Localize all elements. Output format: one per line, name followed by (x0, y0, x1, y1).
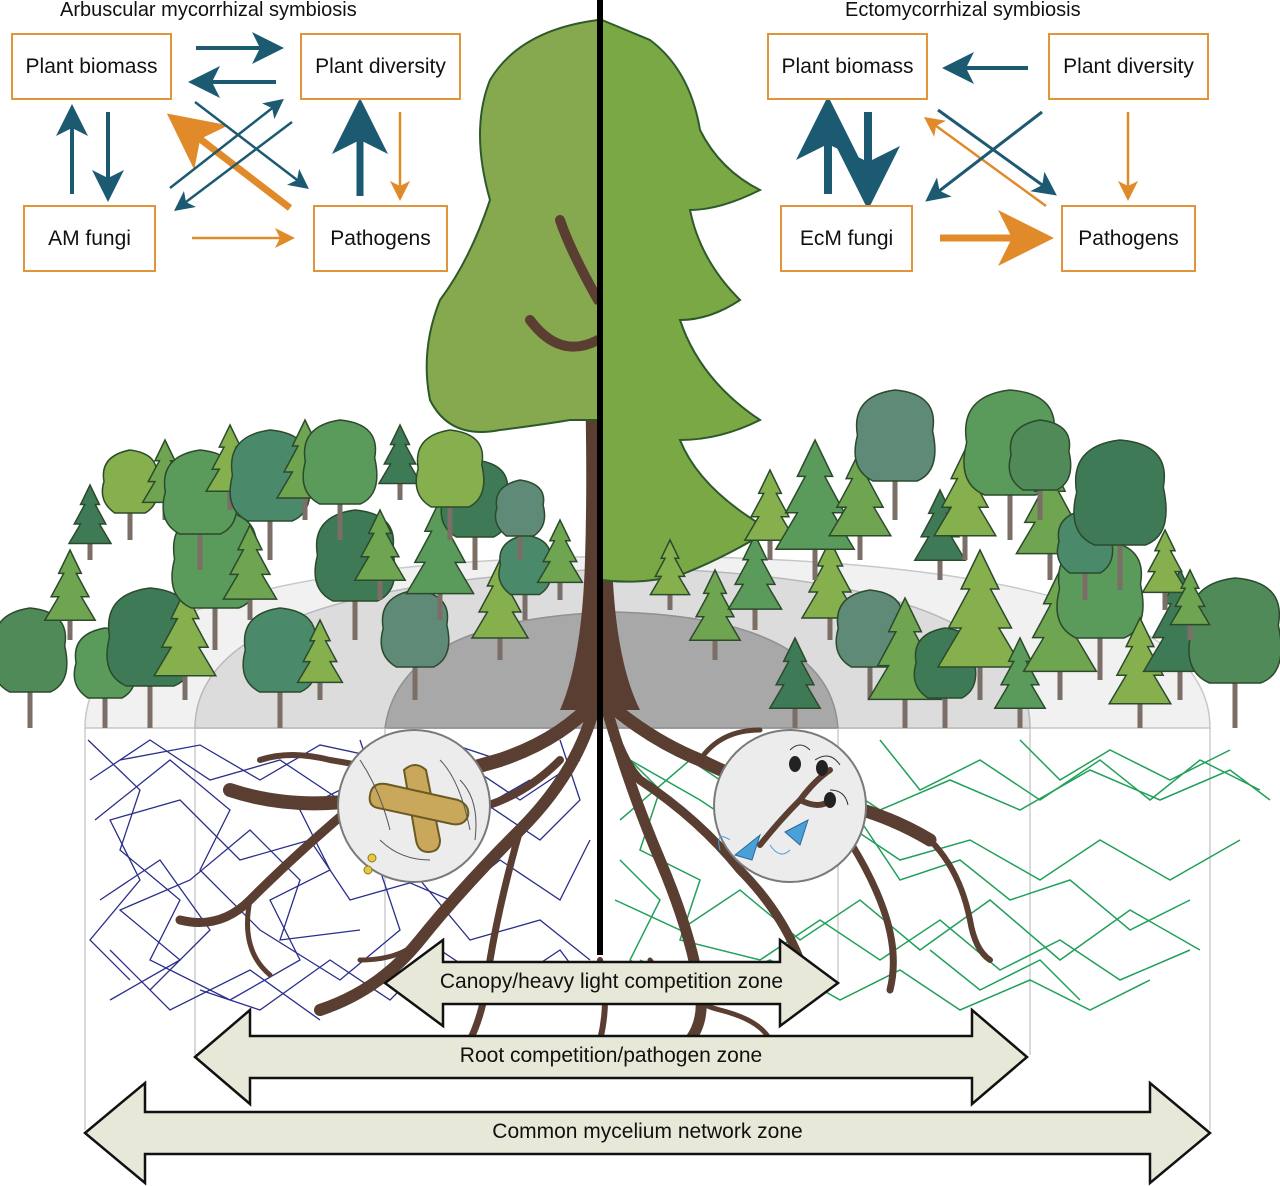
background-tree (242, 607, 318, 728)
background-tree (353, 508, 407, 600)
background-tree (936, 548, 1024, 700)
ecm-fungus-magnifier (713, 729, 867, 883)
canopy-zone-arrow (382, 937, 841, 1029)
background-tree (743, 468, 797, 560)
background-tree (774, 438, 856, 580)
background-forest (0, 389, 1280, 728)
ecm-pathogens-box: Pathogens (1061, 205, 1196, 272)
ecm-interaction-arrows (796, 52, 1138, 266)
canopy-zone-label: Canopy/heavy light competition zone (439, 970, 784, 993)
am-fungus-magnifier (337, 729, 491, 883)
ecm-fungi-box: EcM fungi (780, 205, 913, 272)
ecm-plant-diversity-box: Plant diversity (1048, 33, 1209, 100)
background-tree (494, 479, 546, 560)
background-tree (993, 636, 1047, 728)
am-plant-diversity-box: Plant diversity (300, 33, 461, 100)
mycelium-zone-arrow (83, 1080, 1212, 1186)
background-tree (43, 548, 97, 640)
background-tree (727, 533, 783, 630)
mycelium-zone-label: Common mycelium network zone (492, 1120, 803, 1143)
am-panel-title: Arbuscular mycorrhizal symbiosis (60, 0, 357, 21)
background-tree (649, 538, 691, 610)
background-tree (1169, 568, 1211, 640)
background-tree (152, 588, 218, 700)
am-interaction-arrows (56, 32, 410, 248)
background-tree (1073, 439, 1167, 590)
root-zone-label: Root competition/pathogen zone (459, 1044, 763, 1067)
am-fungi-box: AM fungi (23, 205, 156, 272)
root-zone-arrow (193, 1007, 1029, 1107)
am-plant-biomass-box: Plant biomass (11, 33, 172, 100)
background-tree (377, 423, 423, 500)
background-tree (768, 636, 822, 728)
ecm-panel-title: Ectomycorrhizal symbiosis (845, 0, 1081, 21)
background-tree (536, 518, 584, 600)
background-tree (0, 607, 68, 728)
background-tree (1107, 616, 1173, 728)
ecm-plant-biomass-box: Plant biomass (767, 33, 928, 100)
conifer-canopy (601, 18, 772, 583)
am-pathogens-box: Pathogens (313, 205, 448, 272)
background-tree (854, 389, 936, 520)
broadleaf-canopy (425, 18, 603, 433)
background-tree (415, 429, 485, 540)
background-tree (380, 589, 450, 700)
background-tree (302, 419, 378, 540)
background-tree (1008, 419, 1072, 520)
background-tree (688, 568, 742, 660)
background-tree (296, 618, 344, 700)
background-tree (67, 483, 113, 560)
background-tree (800, 538, 860, 640)
background-tree (222, 523, 278, 620)
background-tree (1141, 528, 1189, 610)
